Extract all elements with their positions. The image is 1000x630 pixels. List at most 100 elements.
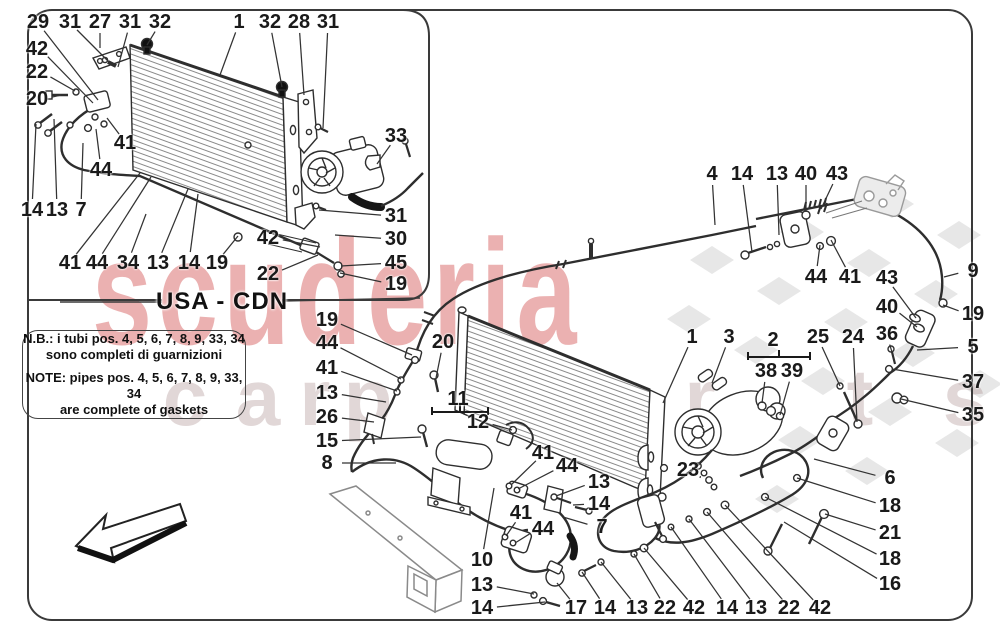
- callout-label: 31: [118, 11, 142, 33]
- callout-label: 29: [26, 11, 50, 33]
- subframe-beam: [328, 485, 464, 614]
- callout-label: 44: [531, 518, 555, 540]
- callout-label: 17: [564, 597, 588, 619]
- compressor-2: [674, 368, 786, 491]
- callout-label: 41: [531, 442, 555, 464]
- callout-label: 13: [45, 199, 69, 221]
- callout-label: 40: [875, 296, 899, 318]
- callout-label: 14: [177, 252, 201, 274]
- callout-label: 22: [653, 597, 677, 619]
- callout-label: 19: [384, 273, 408, 295]
- callout-label: 34: [116, 252, 140, 274]
- callout-label: 14: [20, 199, 44, 221]
- callout-label: 9: [967, 260, 979, 282]
- callout-label: 21: [878, 522, 902, 544]
- callout-label: 6: [884, 467, 896, 489]
- callout-label: 20: [25, 88, 49, 110]
- callout-label: 13: [470, 574, 494, 596]
- callout-label: 1: [686, 326, 698, 348]
- callout-label: 2: [767, 329, 779, 351]
- callout-label: 14: [470, 597, 494, 619]
- callout-label: 43: [875, 267, 899, 289]
- callout-label: 16: [878, 573, 902, 595]
- callout-label: 44: [804, 266, 828, 288]
- callout-label: 37: [961, 371, 985, 393]
- callout-label: 13: [146, 252, 170, 274]
- callout-label: 5: [967, 336, 979, 358]
- callout-label: 44: [315, 332, 339, 354]
- callout-label: 4: [706, 163, 718, 185]
- callout-label: 41: [509, 502, 533, 524]
- callout-label: 32: [148, 11, 172, 33]
- leader-lines: [31, 29, 959, 608]
- compressor-1: [101, 56, 424, 212]
- callout-label: 14: [715, 597, 739, 619]
- callout-label: 19: [961, 303, 985, 325]
- receiver-drier: [363, 347, 605, 608]
- callout-label: 14: [587, 493, 611, 515]
- callout-label: 38: [754, 360, 778, 382]
- callout-label: 22: [777, 597, 801, 619]
- callout-label: 44: [555, 455, 579, 477]
- callout-label: 13: [587, 471, 611, 493]
- callout-label: 36: [875, 323, 899, 345]
- callout-label: 42: [808, 597, 832, 619]
- callout-label: 28: [287, 11, 311, 33]
- callout-label: 33: [384, 125, 408, 147]
- callout-label: 30: [384, 228, 408, 250]
- callout-label: 42: [682, 597, 706, 619]
- callout-label: 23: [676, 459, 700, 481]
- callout-label: 26: [315, 406, 339, 428]
- watermark-letter: s: [942, 353, 988, 442]
- condenser-2: [454, 306, 669, 504]
- callout-label: 10: [470, 549, 494, 571]
- callout-label: 11: [447, 388, 469, 410]
- callout-label: 31: [58, 11, 82, 33]
- callout-label: 27: [88, 11, 112, 33]
- callout-label: 15: [315, 430, 339, 452]
- note-line-it-2: sono completi di guarnizioni: [45, 347, 223, 362]
- callout-label: 42: [256, 227, 280, 249]
- callout-label: 32: [258, 11, 282, 33]
- direction-arrow: [74, 502, 188, 564]
- callout-label: 41: [58, 252, 82, 274]
- callout-label: 12: [466, 411, 490, 433]
- note-line-en-2: are complete of gaskets: [59, 402, 209, 417]
- callout-label: 43: [825, 163, 849, 185]
- callout-label: 22: [25, 61, 49, 83]
- callout-label: 22: [256, 263, 280, 285]
- callout-label: 31: [316, 11, 340, 33]
- callout-label: 3: [723, 326, 735, 348]
- callout-label: 41: [838, 266, 862, 288]
- note-box: N.B.: i tubi pos. 4, 5, 6, 7, 8, 9, 33, …: [22, 330, 246, 419]
- callout-label: 8: [321, 452, 333, 474]
- watermark-letter: c: [162, 353, 208, 442]
- callout-label: 18: [878, 495, 902, 517]
- bulkhead-connector: [825, 174, 907, 219]
- callout-label: 35: [961, 404, 985, 426]
- callout-label: 13: [765, 163, 789, 185]
- callout-label: 13: [625, 597, 649, 619]
- callout-label: 7: [596, 516, 608, 538]
- callout-label: 7: [75, 199, 87, 221]
- callout-label: 45: [384, 252, 408, 274]
- callout-label: 20: [431, 331, 455, 353]
- callout-label: 24: [841, 326, 865, 348]
- callout-label: 1: [233, 11, 245, 33]
- watermark-letter: a: [235, 353, 281, 442]
- callout-label: 31: [384, 205, 408, 227]
- page-border: [27, 9, 973, 621]
- note-line-it-1: N.B.: i tubi pos. 4, 5, 6, 7, 8, 9, 33, …: [23, 331, 245, 346]
- fittings-hardware: [630, 202, 948, 558]
- callout-label: 19: [205, 252, 229, 274]
- callout-label: 14: [593, 597, 617, 619]
- callout-label: 14: [730, 163, 754, 185]
- callout-label: 42: [25, 38, 49, 60]
- note-line-en-1: NOTE: pipes pos. 4, 5, 6, 7, 8, 9, 33, 3…: [25, 370, 243, 401]
- callout-label: 25: [806, 326, 830, 348]
- region-label: USA - CDN: [155, 288, 289, 315]
- callout-label: 44: [89, 159, 113, 181]
- callout-label: 39: [780, 360, 804, 382]
- callout-label: 13: [315, 382, 339, 404]
